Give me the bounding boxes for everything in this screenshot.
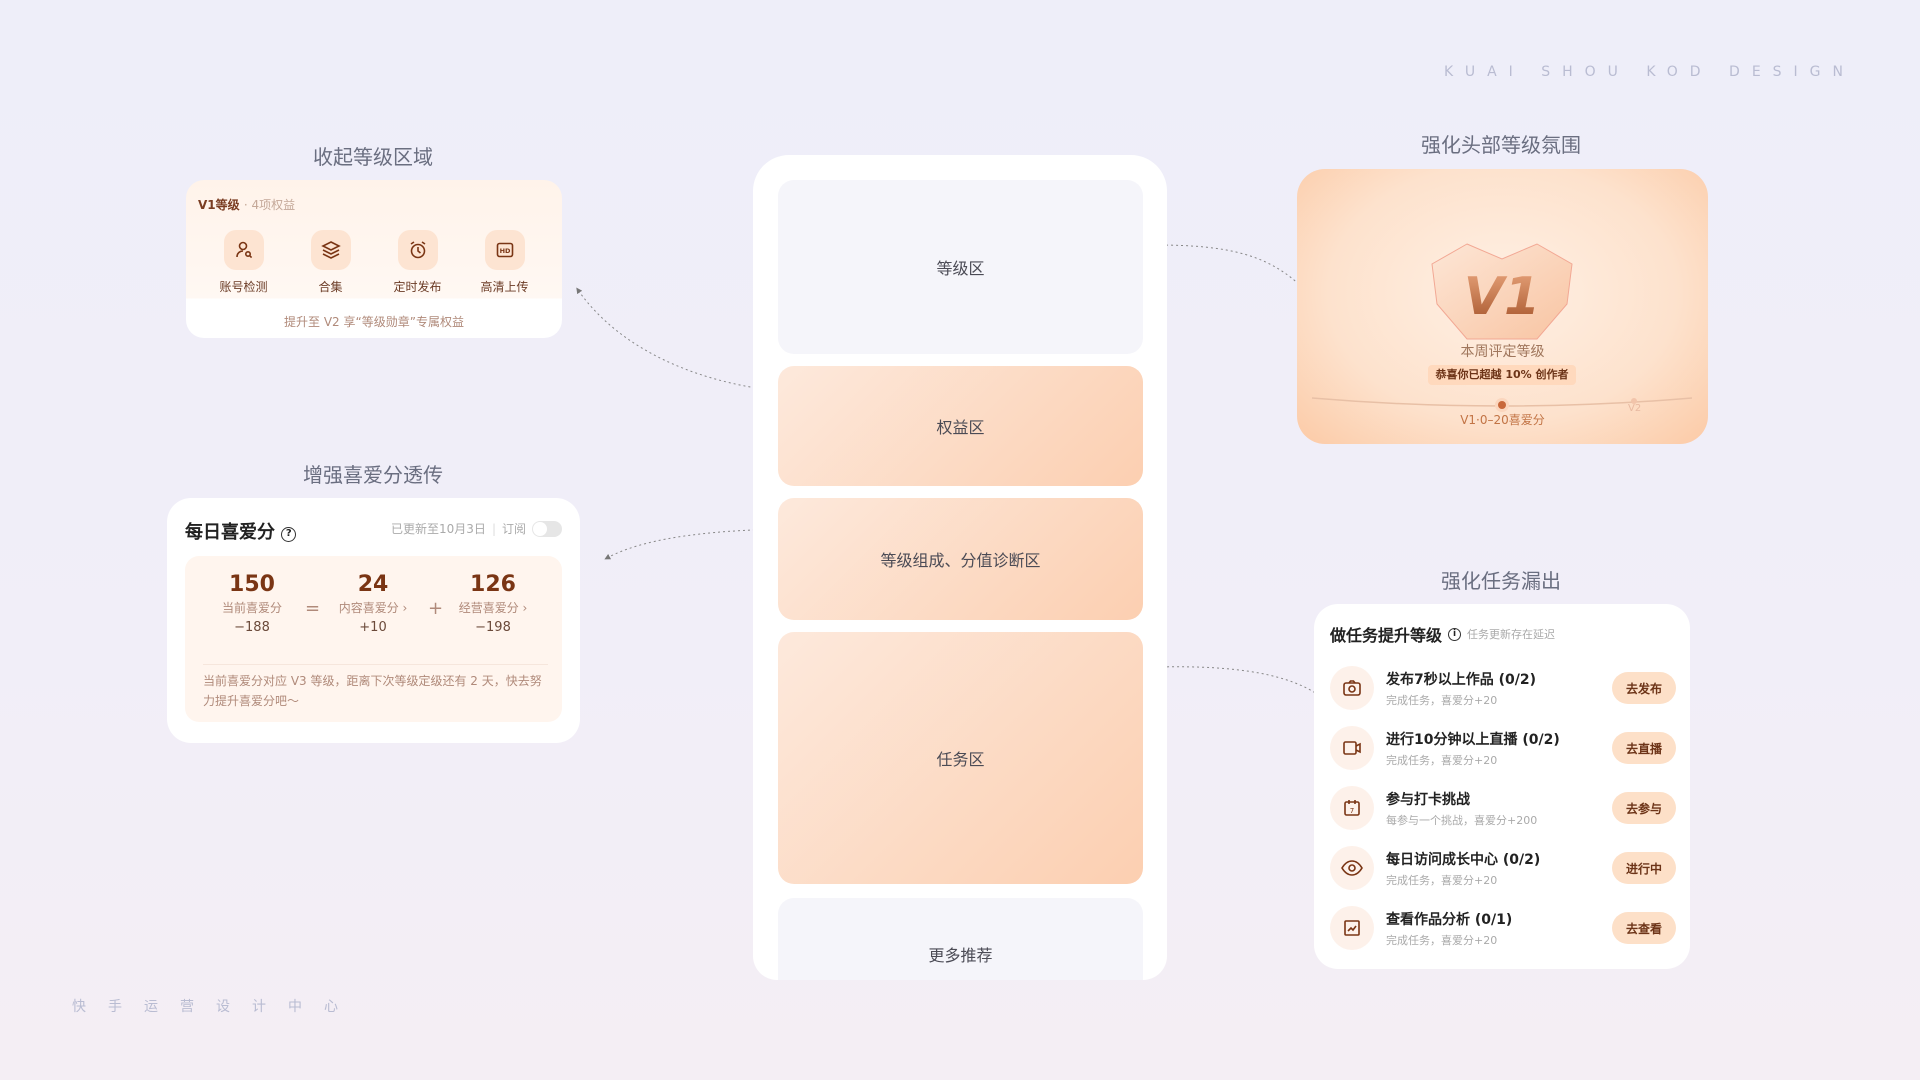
level-badge-icon: V1 xyxy=(1431,243,1573,340)
task-action-button[interactable]: 进行中 xyxy=(1612,852,1676,884)
section-title-tasks: 强化任务漏出 xyxy=(1441,569,1561,593)
current-level-range: V1·0–20喜爱分 xyxy=(1460,413,1545,427)
score-description: 当前喜爱分对应 V3 等级，距离下次等级定级还有 2 天，快去努力提升喜爱分吧～ xyxy=(203,664,548,711)
task-action-button[interactable]: 去参与 xyxy=(1612,792,1676,824)
diagnosis-section: 等级组成、分值诊断区 xyxy=(778,498,1143,620)
benefits-section: 权益区 xyxy=(778,366,1143,486)
alarm-clock-icon xyxy=(397,230,438,270)
next-level-label: V2 xyxy=(1628,403,1642,414)
section-title-collapsed: 收起等级区域 xyxy=(313,145,433,169)
camera-icon xyxy=(1330,666,1374,710)
video-icon xyxy=(1330,726,1374,770)
weekly-level-label: 本周评定等级 xyxy=(1460,344,1545,360)
more-section: 更多推荐 xyxy=(778,898,1143,980)
arrow-to-collapsed xyxy=(576,287,791,393)
page-structure-phone: 等级区 权益区 等级组成、分值诊断区 任务区 更多推荐 xyxy=(753,155,1167,980)
chart-icon xyxy=(1330,906,1374,950)
calendar-icon: 7 xyxy=(1330,786,1374,830)
section-title-header: 强化头部等级氛围 xyxy=(1421,133,1581,157)
task-action-button[interactable]: 去直播 xyxy=(1612,732,1676,764)
task-action-button[interactable]: 去查看 xyxy=(1612,912,1676,944)
brand-text: KUAI SHOU KOD DESIGN xyxy=(1444,64,1855,80)
svg-text:HD: HD xyxy=(499,247,510,255)
level-section: 等级区 xyxy=(778,180,1143,354)
info-icon[interactable]: i xyxy=(1448,627,1462,641)
level-label: V1等级 · 4项权益 xyxy=(198,198,296,212)
eye-icon xyxy=(1330,846,1374,890)
subscribe-toggle[interactable] xyxy=(532,520,562,537)
level-header-card: V1 本周评定等级 恭喜你已超越 10% 创作者 V1·0–20喜爱分 V2 xyxy=(1297,169,1708,444)
update-status: 已更新至10月3日|订阅 xyxy=(391,520,562,537)
help-icon[interactable]: ? xyxy=(281,527,297,542)
section-title-score: 增强喜爱分透传 xyxy=(303,463,443,487)
svg-text:V1: V1 xyxy=(1464,267,1540,327)
congrats-pill: 恭喜你已超越 10% 创作者 xyxy=(1428,365,1576,385)
user-search-icon xyxy=(223,230,264,270)
upgrade-tip[interactable]: 提升至 V2 享“等级勋章”专属权益 xyxy=(284,315,464,329)
score-title: 每日喜爱分 ? xyxy=(185,518,297,544)
level-progress-track xyxy=(1312,397,1692,412)
equals-sign: = xyxy=(305,598,321,619)
footer-text: 快手运营设计中心 xyxy=(72,999,360,1015)
arrow-to-tasks xyxy=(1156,666,1323,698)
plus-sign: + xyxy=(428,598,444,619)
perk-item[interactable]: 合集 xyxy=(291,230,371,295)
svg-text:7: 7 xyxy=(1350,807,1354,815)
arrow-to-header xyxy=(1155,244,1308,293)
hd-icon: HD xyxy=(484,230,525,270)
layers-icon xyxy=(310,230,351,270)
task-action-button[interactable]: 去发布 xyxy=(1612,672,1676,704)
perk-item[interactable]: 账号检测 xyxy=(204,230,284,295)
perk-item[interactable]: 定时发布 xyxy=(378,230,458,295)
task-section: 任务区 xyxy=(778,632,1143,884)
